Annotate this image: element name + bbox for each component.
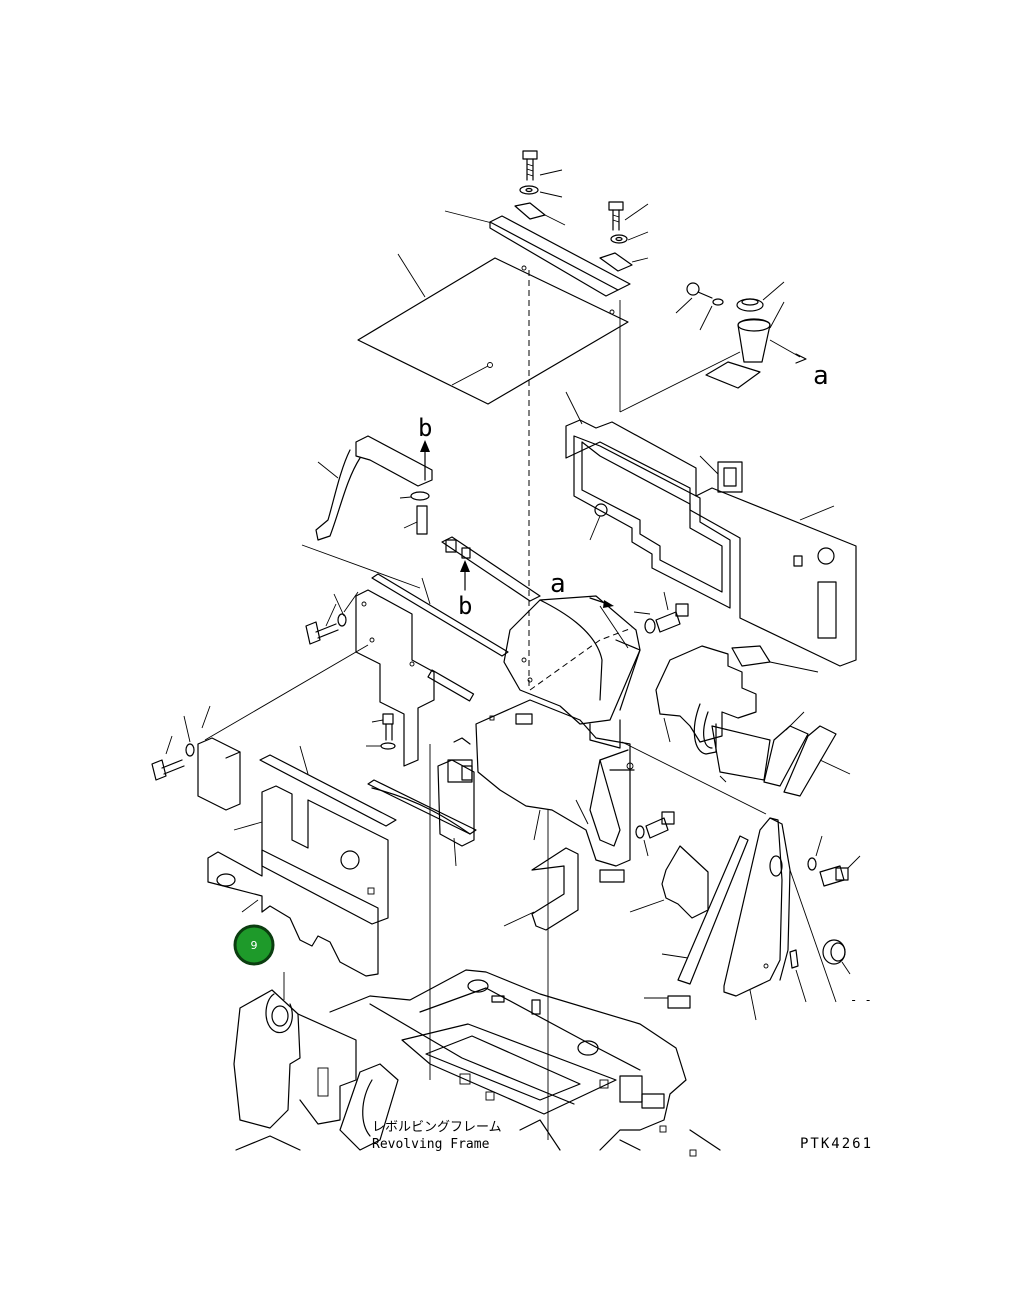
side-bolt-right-mid [635,811,675,857]
edge-mark: - - [850,993,872,1007]
arrow-a-middle [589,597,614,608]
top-plate [357,253,629,405]
leader-line-diagonal-left [204,644,369,741]
callout-9-number[interactable]: 9 [251,939,258,952]
arrow-label-a-top: a [813,361,829,391]
right-gasket-panel [565,391,857,667]
lower-bracket-mid [629,845,709,919]
top-rail [444,210,631,297]
hood-cover [503,595,641,725]
arrow-b-lower [460,560,470,591]
top-bolt-2 [608,201,649,231]
leader-line-long [301,544,421,589]
center-heat-shield [367,737,477,867]
center-main-cover [333,589,475,767]
left-small-bracket [197,705,241,811]
guide-line-diagonal [619,351,741,413]
cover-cap [822,939,851,975]
top-bracket-small-2 [599,252,649,272]
arrow-label-b-upper: b [418,414,432,442]
top-bracket-small [514,202,566,226]
left-bolt-upper [305,591,359,645]
right-cover-shell [655,645,851,797]
top-bolt-1 [522,150,563,181]
left-gasket-panel [207,849,379,977]
central-body-panel [475,699,635,883]
handle-bracket [315,435,433,541]
middle-rail-bracket [441,536,541,602]
leader-line-right-diag [621,741,767,815]
filler-cap-assembly [705,281,807,389]
right-side-bolt [807,835,861,887]
hood-bolt [633,591,689,634]
thin-strip [371,573,509,657]
arrow-b-upper [420,440,430,481]
frame-label-en: Revolving Frame [372,1137,490,1152]
top-washer-1 [519,185,563,198]
small-pin [789,869,837,1003]
left-bolt-lower [151,715,195,781]
left-bolt-mid [366,713,396,750]
arrow-label-a-middle: a [550,569,566,599]
lower-bracket-left [503,847,579,931]
top-washer-2 [610,231,649,244]
frame-label-jp: レボルビングフレーム [372,1120,502,1135]
revolving-frame [233,969,721,1157]
small-bolt-cap [675,282,724,331]
right-tall-panel [644,817,791,1021]
left-lower-cover [233,745,397,925]
callout-9[interactable]: 9 [233,924,275,966]
arrow-label-b-lower: b [458,592,472,620]
callout-9-circle[interactable] [233,924,275,966]
drawing-code: PTK4261 [800,1136,873,1152]
